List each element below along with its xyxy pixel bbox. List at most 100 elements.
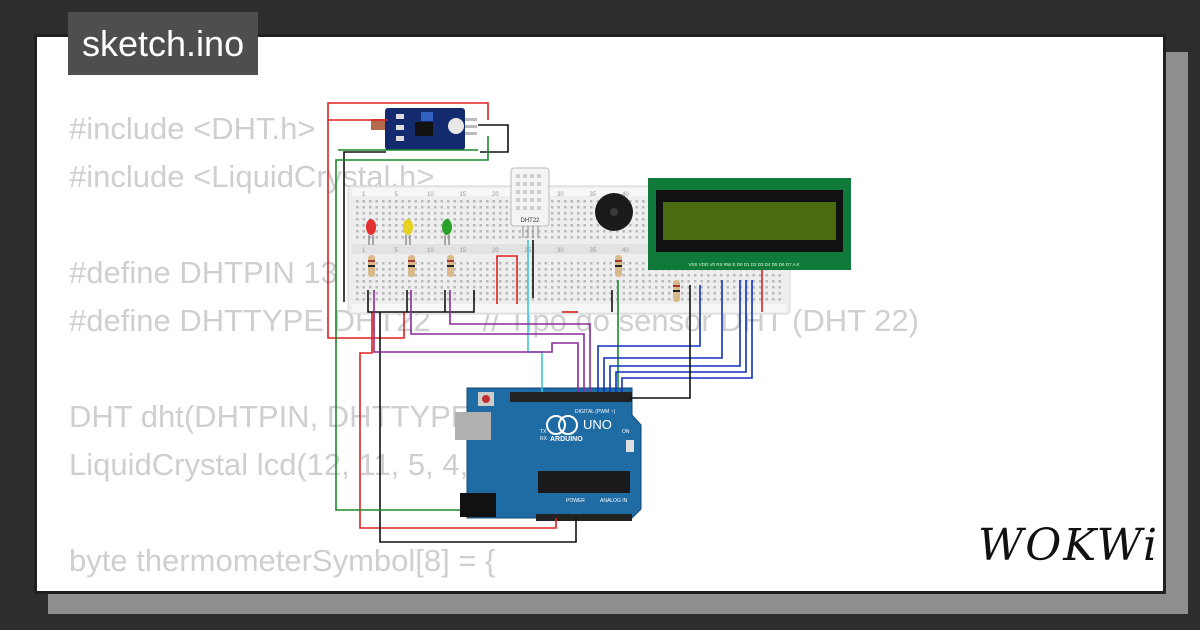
resistor-2[interactable] [408,255,415,277]
breadboard-hole [681,286,684,289]
breadboard-hole [440,200,443,203]
lcd-display[interactable]: VSS VDD V0 RS RW E D0 D1 D2 D3 D4 D5 D6 … [648,178,851,270]
breadboard-hole [694,274,697,277]
resistor-4[interactable] [615,255,622,277]
breadboard-hole [440,230,443,233]
breadboard-hole [486,268,489,271]
breadboard-hole [473,206,476,209]
file-tab[interactable]: sketch.ino [68,12,259,75]
breadboard-hole [765,274,768,277]
led-green[interactable] [442,219,452,245]
breadboard-hole [570,236,573,239]
breadboard-hole [583,206,586,209]
breadboard-hole [622,236,625,239]
breadboard-hole [525,274,528,277]
led-yellow[interactable] [403,219,413,245]
breadboard-hole [635,262,638,265]
breadboard-hole [603,292,606,295]
breadboard-hole [460,280,463,283]
wire-blue [615,280,747,392]
arduino-uno[interactable]: UNO ARDUINO DIGITAL (PWM ~) POWER ANALOG… [455,387,642,521]
breadboard-hole [434,268,437,271]
breadboard-hole [551,218,554,221]
breadboard-hole [421,286,424,289]
breadboard-hole [427,236,430,239]
breadboard-hole [421,292,424,295]
breadboard-hole [590,224,593,227]
breadboard-hole [408,298,411,301]
code-line: byte thermometerSymbol[8] = { [69,543,496,578]
breadboard-hole [401,206,404,209]
breadboard-hole [603,298,606,301]
breadboard-hole [401,292,404,295]
breadboard-hole [499,292,502,295]
breadboard-hole [421,268,424,271]
breadboard-hole [356,280,359,283]
wire-black [478,124,509,153]
breadboard-hole [427,286,430,289]
breadboard-hole [479,286,482,289]
breadboard-hole [629,224,632,227]
resistor-1[interactable] [368,255,375,277]
breadboard-hole [583,236,586,239]
breadboard-hole [408,280,411,283]
breadboard-hole [557,212,560,215]
breadboard-hole [440,224,443,227]
breadboard-hole [466,224,469,227]
breadboard-hole [395,262,398,265]
breadboard-hole [401,268,404,271]
breadboard-hole [505,206,508,209]
breadboard-hole [408,206,411,209]
analog-label: ANALOG IN [600,498,628,504]
breadboard-hole [629,292,632,295]
breadboard-hole [421,262,424,265]
breadboard-hole [421,206,424,209]
breadboard-hole [564,236,567,239]
resistor-5[interactable] [673,280,680,302]
breadboard-hole [538,274,541,277]
breadboard-hole [733,292,736,295]
breadboard-hole [362,292,365,295]
breadboard-hole [739,274,742,277]
breadboard-hole [447,218,450,221]
breadboard-hole [466,200,469,203]
breadboard-hole [512,262,515,265]
breadboard-hole [434,230,437,233]
breadboard-hole [616,230,619,233]
breadboard-hole [746,274,749,277]
breadboard-hole [440,218,443,221]
breadboard-hole [388,286,391,289]
breadboard-hole [473,200,476,203]
breadboard-hole [733,298,736,301]
breadboard-hole [648,292,651,295]
dht22-sensor[interactable]: DHT22 [510,167,550,238]
breadboard-hole [492,286,495,289]
breadboard-hole [570,230,573,233]
breadboard-hole [460,224,463,227]
breadboard-hole [564,206,567,209]
led-red[interactable] [366,219,376,245]
breadboard-hole [401,280,404,283]
breadboard-hole [479,230,482,233]
breadboard-hole [642,212,645,215]
ldr-module[interactable] [371,108,477,150]
breadboard-hole [544,298,547,301]
resistor-3[interactable] [447,255,454,277]
breadboard-hole [492,292,495,295]
breadboard-hole [518,262,521,265]
breadboard-hole [427,218,430,221]
breadboard-hole [447,206,450,209]
breadboard-hole [473,262,476,265]
breadboard-hole [622,298,625,301]
breadboard-hole [473,236,476,239]
breadboard-hole [551,298,554,301]
buzzer[interactable] [595,193,633,231]
breadboard-hole [395,212,398,215]
breadboard-hole [375,268,378,271]
breadboard-hole [590,262,593,265]
breadboard-hole [427,224,430,227]
breadboard-hole [551,286,554,289]
breadboard-hole [486,262,489,265]
breadboard-hole [362,224,365,227]
breadboard-hole [395,280,398,283]
